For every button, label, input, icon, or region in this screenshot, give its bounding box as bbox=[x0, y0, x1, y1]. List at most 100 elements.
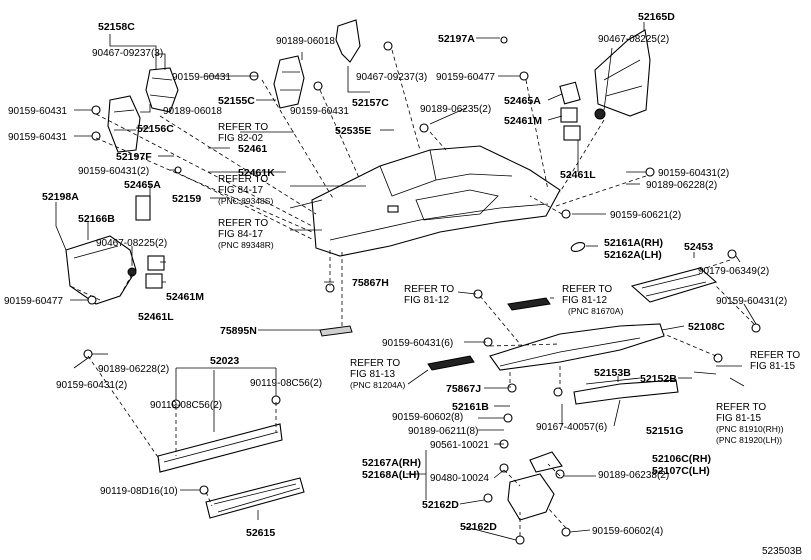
label-52157c: 52157C bbox=[352, 97, 389, 109]
label-52461m-left: 52461M bbox=[166, 291, 204, 303]
label-90467-08225-a: 90467-08225(2) bbox=[96, 238, 167, 249]
label-52535e: 52535E bbox=[335, 125, 371, 137]
label-52162d-b: 52162D bbox=[460, 521, 497, 533]
label-52461l-right: 52461L bbox=[560, 169, 596, 181]
pad-52461m-right[interactable] bbox=[560, 107, 578, 123]
label-52465a-left: 52465A bbox=[124, 179, 161, 191]
label-90159-60431-2d: 90159-60431(2) bbox=[716, 296, 787, 307]
ref-84-17a-line2: FIG 84-17 bbox=[218, 185, 263, 196]
pad-52461l-right[interactable] bbox=[563, 125, 581, 141]
ref-81-15b-line1: REFER TO bbox=[716, 402, 766, 413]
label-90159-60602-4: 90159-60602(4) bbox=[592, 526, 663, 537]
label-52615: 52615 bbox=[246, 527, 275, 539]
ref-84-17a-line3: (PNC 89348S) bbox=[218, 196, 273, 206]
label-90189-06228-b: 90189-06228(2) bbox=[646, 180, 717, 191]
label-90119-08c56-a: 90119-08C56(2) bbox=[150, 400, 222, 411]
ref-82-02-line2: FIG 82-02 bbox=[218, 133, 263, 144]
label-75895n: 75895N bbox=[220, 325, 257, 337]
bracket-52106c[interactable] bbox=[529, 451, 563, 473]
ref-81-12a-line1: REFER TO bbox=[404, 284, 454, 295]
label-90159-60431-c: 90159-60431 bbox=[290, 106, 349, 117]
label-90167-40057: 90167-40057(6) bbox=[536, 422, 607, 433]
reflector-52161a[interactable] bbox=[570, 241, 586, 253]
label-90189-06238: 90189-06238(2) bbox=[598, 470, 669, 481]
label-90159-60477-b: 90159-60477 bbox=[436, 72, 495, 83]
bracket-52156c[interactable] bbox=[107, 95, 141, 153]
ref-81-12b-line1: REFER TO bbox=[562, 284, 612, 295]
label-52023: 52023 bbox=[210, 355, 239, 367]
ref-81-15b-line2: FIG 81-15 bbox=[716, 413, 761, 424]
label-52461l-left: 52461L bbox=[138, 311, 174, 323]
label-52151g: 52151G bbox=[646, 425, 683, 437]
reflector-81204a[interactable] bbox=[427, 355, 475, 371]
bracket-52157c[interactable] bbox=[335, 19, 361, 63]
label-52465a-right: 52465A bbox=[504, 95, 541, 107]
label-52161a: 52161A(RH) bbox=[604, 237, 663, 249]
label-90159-60621: 90159-60621(2) bbox=[610, 210, 681, 221]
cover-52166b[interactable] bbox=[65, 235, 137, 305]
ref-81-12b-line3: (PNC 81670A) bbox=[568, 306, 623, 316]
label-52198a: 52198A bbox=[42, 191, 79, 203]
label-90159-60477-a: 90159-60477 bbox=[4, 296, 63, 307]
label-90189-06228-a: 90189-06228(2) bbox=[98, 364, 169, 375]
label-90467-09237-b: 90467-09237(3) bbox=[356, 72, 427, 83]
label-90159-60431-2b: 90159-60431(2) bbox=[56, 380, 127, 391]
label-52197f: 52197F bbox=[116, 151, 152, 163]
label-52155c: 52155C bbox=[218, 95, 255, 107]
label-52197a: 52197A bbox=[438, 33, 475, 45]
reflector-slot bbox=[387, 205, 399, 213]
label-90467-08225-b: 90467-08225(2) bbox=[598, 34, 669, 45]
bracket-52155c[interactable] bbox=[273, 55, 305, 109]
label-90189-06018-a: 90189-06018 bbox=[276, 36, 335, 47]
reflector-81670a[interactable] bbox=[507, 297, 551, 311]
pad-52465a-left[interactable] bbox=[135, 195, 151, 221]
lower-spoiler-52108c[interactable] bbox=[489, 323, 665, 371]
label-52167a: 52167A(RH) bbox=[362, 457, 421, 469]
label-75867h: 75867H bbox=[352, 277, 389, 289]
seal-52153b[interactable] bbox=[585, 377, 641, 385]
label-52158c: 52158C bbox=[98, 21, 135, 33]
label-52461: 52461 bbox=[238, 143, 267, 155]
label-52153b: 52153B bbox=[594, 367, 631, 379]
plate-bracket-52453[interactable] bbox=[630, 267, 718, 303]
label-90480-10024: 90480-10024 bbox=[430, 473, 489, 484]
pad-52461m-left[interactable] bbox=[147, 255, 165, 271]
label-52461k: 52461K bbox=[238, 167, 275, 179]
ref-81-13-line3: (PNC 81204A) bbox=[350, 380, 405, 390]
ref-81-12b-line2: FIG 81-12 bbox=[562, 295, 607, 306]
license-recess bbox=[415, 189, 499, 221]
label-90189-06211: 90189-06211(8) bbox=[408, 426, 478, 437]
label-52161b: 52161B bbox=[452, 401, 489, 413]
ref-81-15b-line4: (PNC 81920(LH)) bbox=[716, 435, 782, 445]
ref-81-15a-line1: REFER TO bbox=[750, 350, 800, 361]
label-52108c: 52108C bbox=[688, 321, 725, 333]
label-90189-06018-b: 90189-06018 bbox=[163, 106, 222, 117]
label-52165d: 52165D bbox=[638, 11, 675, 23]
seal-52152b[interactable] bbox=[693, 371, 717, 375]
ref-84-17a-line1: REFER TO bbox=[218, 174, 268, 185]
label-52166b: 52166B bbox=[78, 213, 115, 225]
label-90159-60431-2a: 90159-60431(2) bbox=[78, 166, 149, 177]
bumper-cover-52159[interactable] bbox=[311, 145, 561, 257]
trim-strip-52151g[interactable] bbox=[573, 379, 679, 405]
bracket-52158c[interactable] bbox=[145, 67, 179, 113]
reinforcement-52023[interactable] bbox=[157, 423, 283, 473]
diagram-id: 523503B bbox=[762, 546, 802, 557]
label-90179-06349: 90179-06349(2) bbox=[698, 266, 769, 277]
pad-52465a-right[interactable] bbox=[559, 81, 581, 105]
label-75867j: 75867J bbox=[446, 383, 481, 395]
bracket-52165d[interactable] bbox=[594, 29, 651, 117]
leader-lines bbox=[55, 22, 757, 541]
ref-84-17b-line1: REFER TO bbox=[218, 218, 268, 229]
pad-52461l-left[interactable] bbox=[145, 273, 163, 289]
ref-81-13-line1: REFER TO bbox=[350, 358, 400, 369]
absorber-52615[interactable] bbox=[205, 477, 305, 519]
ref-84-17b-line2: FIG 84-17 bbox=[218, 229, 263, 240]
molding-75895n[interactable] bbox=[319, 325, 353, 337]
label-90159-60431-6: 90159-60431(6) bbox=[382, 338, 453, 349]
label-90159-60431-a: 90159-60431 bbox=[172, 72, 231, 83]
ref-84-17b-line3: (PNC 89348R) bbox=[218, 240, 274, 250]
label-90467-09237-a: 90467-09237(3) bbox=[92, 48, 163, 59]
label-90159-60602-8: 90159-60602(8) bbox=[392, 412, 463, 423]
